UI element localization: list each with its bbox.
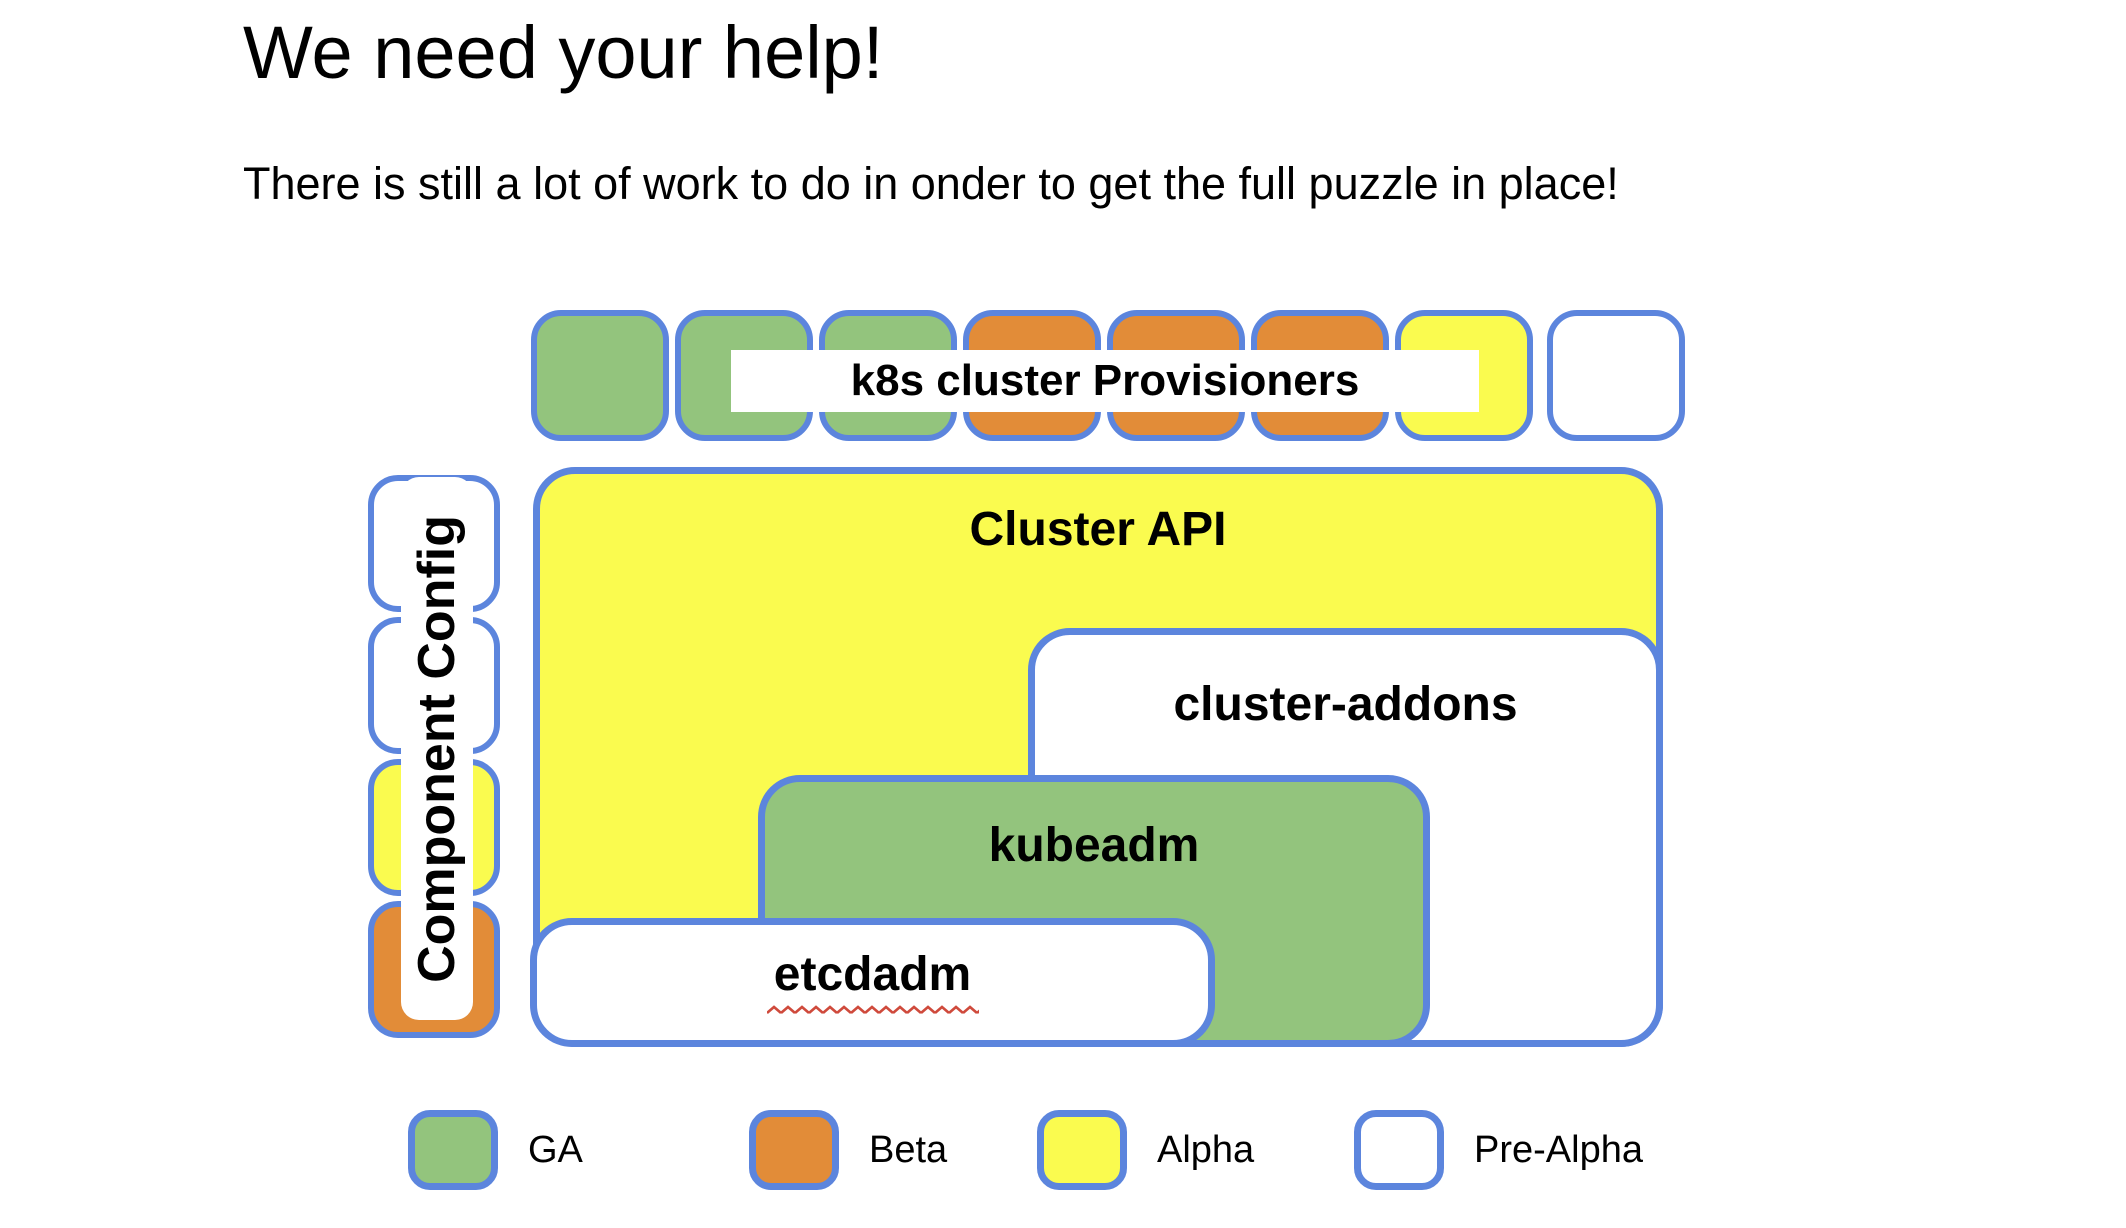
- legend-label: Alpha: [1157, 1128, 1255, 1171]
- legend-swatch-yellow: [1037, 1110, 1127, 1190]
- provisioners-label-text: k8s cluster Provisioners: [850, 356, 1360, 405]
- spellcheck-squiggle-underline: [766, 1004, 979, 1016]
- legend-swatch-green: [408, 1110, 498, 1190]
- legend-item-pre-alpha: Pre-Alpha: [1354, 1110, 1643, 1190]
- cluster-api-title: Cluster API: [969, 503, 1227, 556]
- etcdadm-title: etcdadm: [773, 948, 972, 1001]
- legend-label: Beta: [869, 1128, 948, 1171]
- cluster-addons-title: cluster-addons: [1173, 678, 1518, 731]
- provisioners-label: k8s cluster Provisioners: [731, 350, 1479, 412]
- legend-swatch-orange: [749, 1110, 839, 1190]
- status-legend: GA Beta Alpha Pre-Alpha: [0, 1110, 2126, 1200]
- status-square-white: [1547, 310, 1685, 441]
- legend-item-alpha: Alpha: [1037, 1110, 1254, 1190]
- legend-label: GA: [528, 1128, 583, 1171]
- component-config-label: Component Config: [401, 477, 473, 1020]
- legend-item-beta: Beta: [749, 1110, 947, 1190]
- legend-label: Pre-Alpha: [1474, 1128, 1643, 1171]
- page-subtitle: There is still a lot of work to do in on…: [243, 158, 1619, 209]
- etcdadm-box: etcdadm: [530, 918, 1215, 1047]
- legend-swatch-white: [1354, 1110, 1444, 1190]
- kubeadm-title: kubeadm: [988, 819, 1200, 872]
- component-config-label-text: Component Config: [408, 514, 466, 983]
- legend-item-ga: GA: [408, 1110, 583, 1190]
- page-title: We need your help!: [243, 11, 884, 94]
- status-square-green: [531, 310, 669, 441]
